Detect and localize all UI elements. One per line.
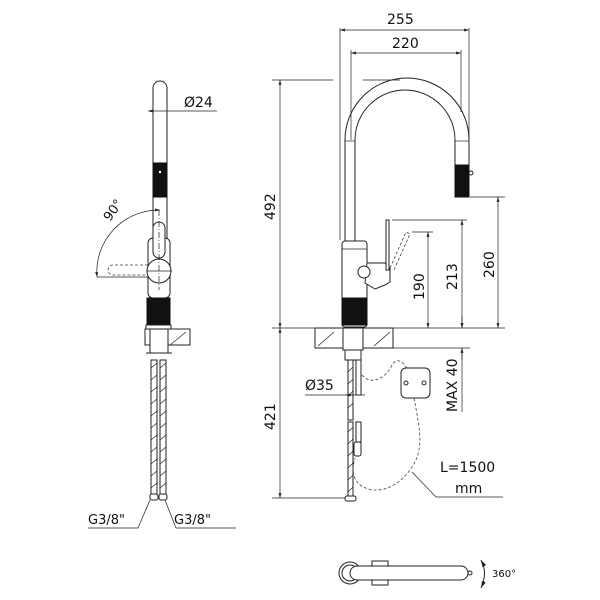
spray-button-icon [158, 170, 162, 174]
spout-clearance-label: 260 [482, 251, 498, 278]
spout-diameter-label: Ø24 [184, 95, 213, 111]
front-base-grip [341, 297, 368, 326]
below-counter-length-label: 421 [263, 403, 279, 430]
front-shank [342, 327, 364, 351]
rotation-arc [95, 208, 161, 278]
spout-reach-label: 220 [392, 36, 419, 52]
front-view: 492 421 255 220 190 213 260 MAX 40 [263, 12, 505, 502]
swivel-arrow-icon [480, 559, 487, 589]
front-spout [344, 77, 470, 245]
front-spray-head-grip [454, 164, 470, 198]
side-lever-rotated-ghost [107, 264, 148, 276]
connection-right-label: G3/8" [174, 513, 211, 528]
top-view: 360° [338, 559, 516, 589]
hose-length-unit: mm [455, 481, 482, 497]
connection-left-label: G3/8" [88, 513, 125, 528]
lever-height-190-label: 190 [412, 273, 428, 300]
hose-cable-bottom [352, 397, 421, 491]
flow-connector-box [400, 367, 431, 399]
total-height-label: 492 [263, 193, 279, 220]
side-hoses [149, 359, 168, 501]
side-spray-head-grip [152, 162, 168, 198]
hole-diameter-label: Ø35 [305, 378, 334, 394]
front-lever-ghost [389, 231, 411, 271]
side-shank [149, 328, 169, 354]
hose-cable-top [361, 360, 409, 381]
side-spout-tube [152, 80, 168, 330]
total-reach-label: 255 [387, 12, 414, 28]
lever-height-213-label: 213 [445, 263, 461, 290]
lever-rotation-label: 90° [101, 197, 127, 224]
front-lever [385, 219, 390, 271]
swivel-label: 360° [492, 569, 516, 580]
max-counter-thickness-label: MAX 40 [445, 358, 461, 412]
side-base-grip [146, 297, 171, 326]
side-view: 90° Ø24 G3/8" G3/8" [88, 80, 236, 529]
top-spout [349, 565, 469, 581]
front-hoses [344, 359, 362, 502]
hose-length-label: L=1500 [440, 460, 495, 476]
